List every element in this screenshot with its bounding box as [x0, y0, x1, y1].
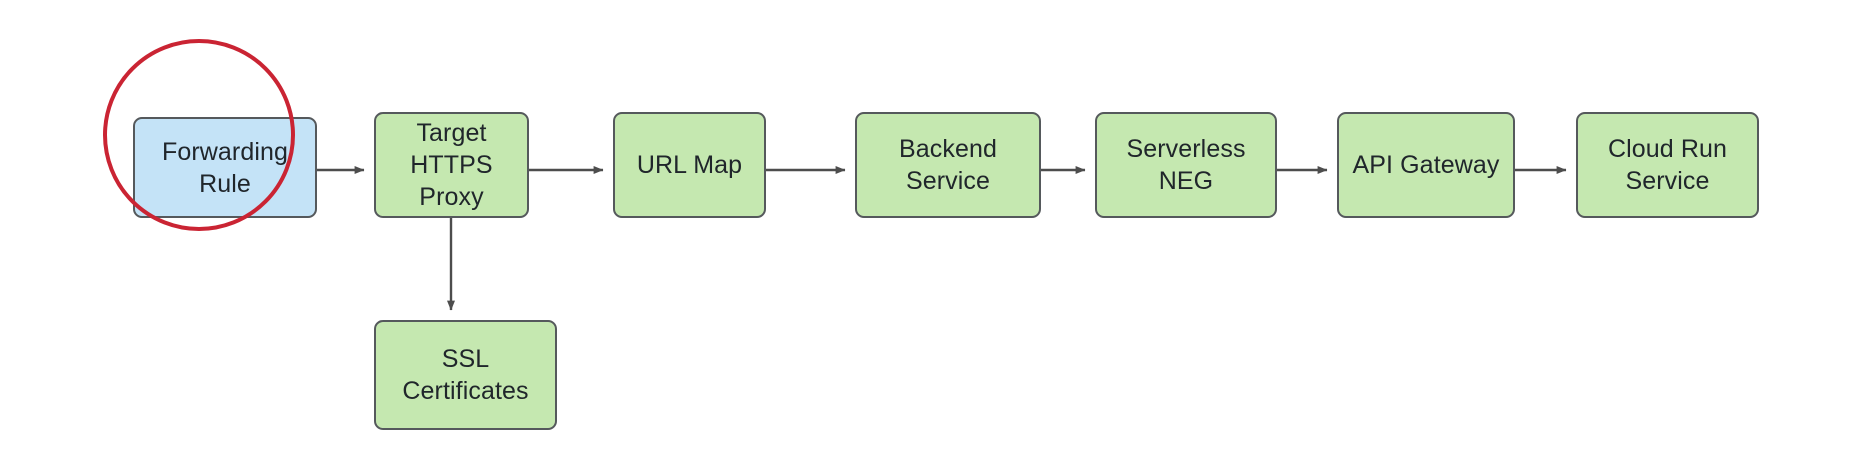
- node-label-serverless-neg: Serverless NEG: [1126, 135, 1246, 195]
- node-label-target-https-proxy: Target HTTPS Proxy: [410, 119, 493, 211]
- node-label-ssl-certificates: SSL Certificates: [402, 345, 529, 405]
- node-label-api-gateway: API Gateway: [1352, 151, 1500, 179]
- node-label-cloud-run-service: Cloud Run Service: [1607, 135, 1728, 195]
- node-url-map[interactable]: URL Map: [613, 112, 766, 218]
- node-cloud-run-service[interactable]: Cloud Run Service: [1576, 112, 1759, 218]
- node-label-backend-service: Backend Service: [899, 135, 997, 195]
- node-api-gateway[interactable]: API Gateway: [1337, 112, 1515, 218]
- node-forwarding-rule[interactable]: Forwarding Rule: [133, 117, 317, 218]
- node-ssl-certificates[interactable]: SSL Certificates: [374, 320, 557, 430]
- node-backend-service[interactable]: Backend Service: [855, 112, 1041, 218]
- node-label-forwarding-rule: Forwarding Rule: [161, 137, 289, 198]
- node-target-https-proxy[interactable]: Target HTTPS Proxy: [374, 112, 529, 218]
- node-label-url-map: URL Map: [636, 151, 743, 179]
- node-serverless-neg[interactable]: Serverless NEG: [1095, 112, 1277, 218]
